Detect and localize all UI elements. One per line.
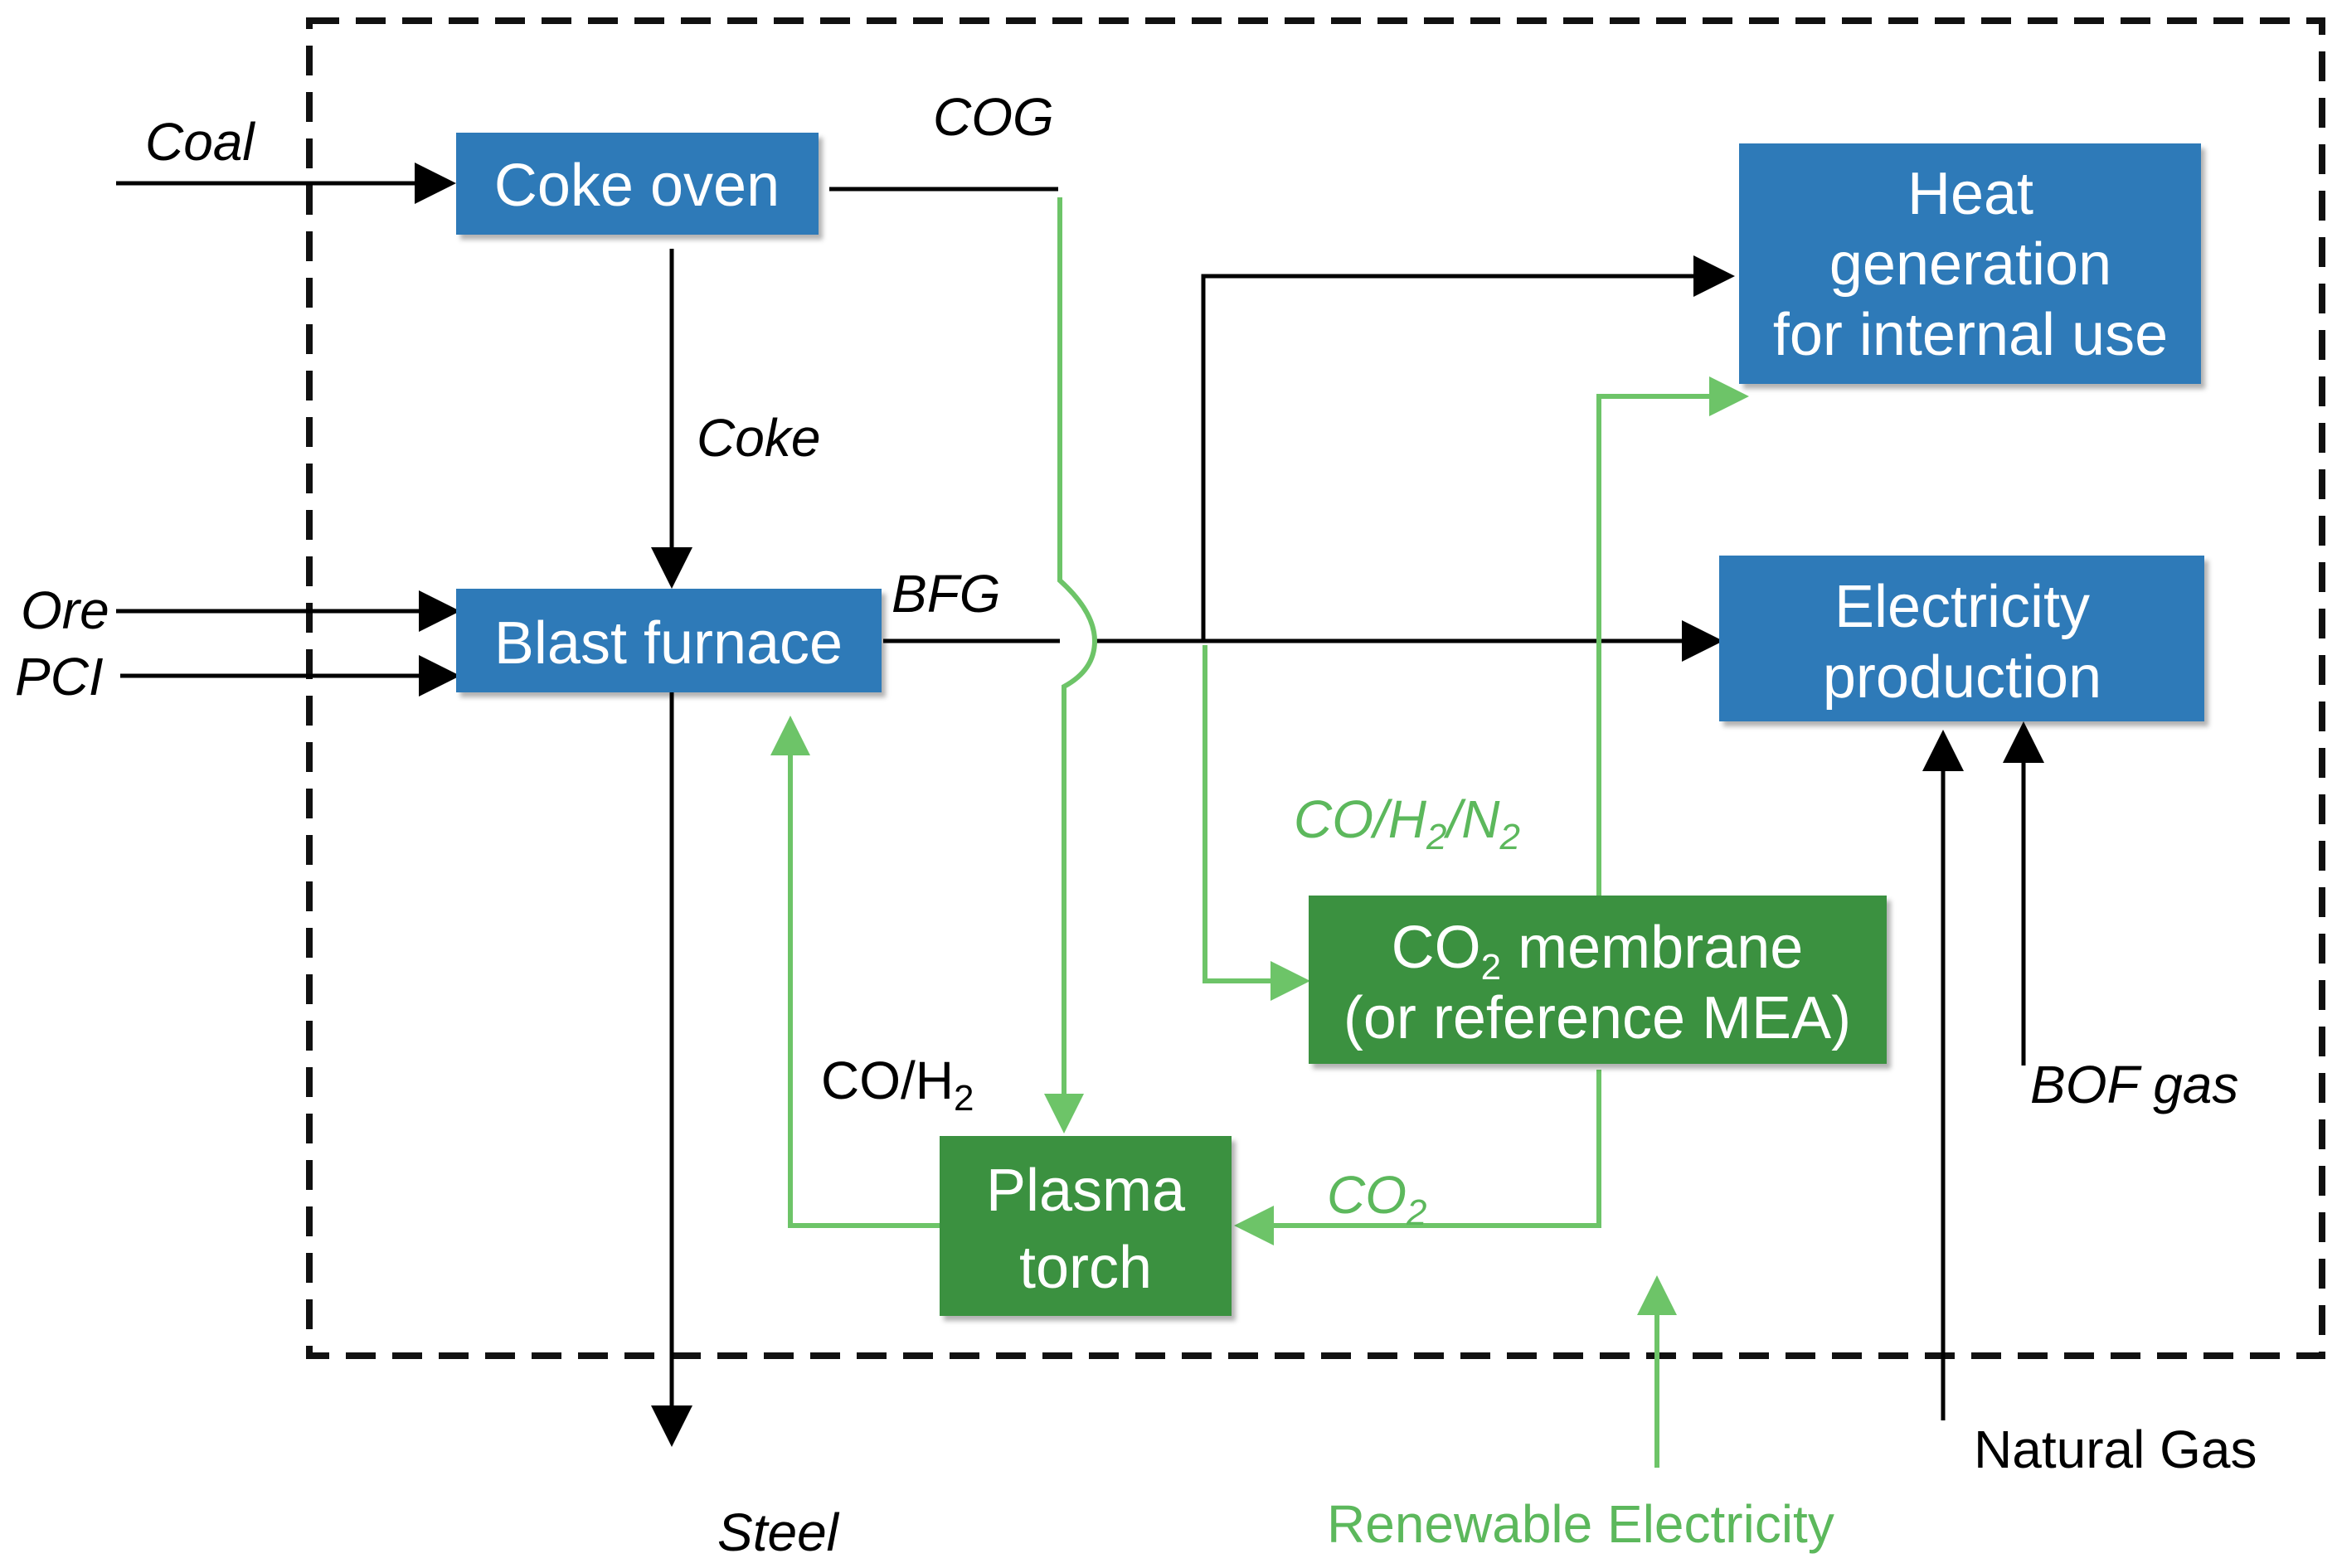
bfg-to-membrane-arrow xyxy=(1203,645,1310,1001)
svg-text:Plasma: Plasma xyxy=(986,1158,1186,1224)
heat-generation-box: Heat generation for internal use xyxy=(1739,143,2201,384)
syngas-to-blast-furnace-arrow xyxy=(770,716,940,1228)
co2-membrane-box: CO2 membrane (or reference MEA) xyxy=(1309,896,1887,1064)
svg-text:Heat: Heat xyxy=(1907,161,2033,227)
membrane-to-heat-arrow xyxy=(1596,376,1749,896)
svg-text:for internal use: for internal use xyxy=(1773,302,2168,368)
steel-label: Steel xyxy=(717,1502,840,1562)
co2-to-plasma-arrow xyxy=(1234,1070,1601,1245)
svg-text:Blast furnace: Blast furnace xyxy=(494,610,843,677)
renewable-electricity-label: Renewable Electricity xyxy=(1327,1494,1834,1554)
heat-feed-arrow xyxy=(1201,255,1735,641)
bfg-label: BFG xyxy=(892,564,1001,624)
plasma-torch-box: Plasma torch xyxy=(940,1136,1232,1316)
coke-oven-box: Coke oven xyxy=(456,133,819,235)
blast-furnace-box: Blast furnace xyxy=(456,589,882,692)
cog-to-plasma-arrow xyxy=(1044,197,1098,1134)
co-h2-n2-label: CO/H2/N2 xyxy=(1294,789,1520,857)
coal-label: Coal xyxy=(145,112,255,172)
pci-label: PCI xyxy=(15,647,104,706)
ore-label: Ore xyxy=(21,580,109,640)
svg-text:production: production xyxy=(1823,644,2101,711)
svg-text:CO2 membrane: CO2 membrane xyxy=(1392,915,1804,988)
svg-text:torch: torch xyxy=(1019,1235,1152,1301)
electricity-production-box: Electricity production xyxy=(1719,556,2204,721)
svg-text:Coke oven: Coke oven xyxy=(494,153,780,219)
svg-text:Electricity: Electricity xyxy=(1834,574,2090,640)
coke-label: Coke xyxy=(697,408,820,468)
bof-gas-label: BOF gas xyxy=(2030,1055,2238,1114)
cog-label: COG xyxy=(933,87,1054,147)
green-flows xyxy=(770,197,1749,1468)
co-h2-label: CO/H2 xyxy=(821,1051,974,1119)
natural-gas-label: Natural Gas xyxy=(1974,1420,2257,1479)
black-flows xyxy=(116,163,2044,1447)
svg-text:(or reference MEA): (or reference MEA) xyxy=(1343,985,1851,1051)
svg-text:generation: generation xyxy=(1829,231,2111,298)
co2-label: CO2 xyxy=(1327,1165,1426,1233)
